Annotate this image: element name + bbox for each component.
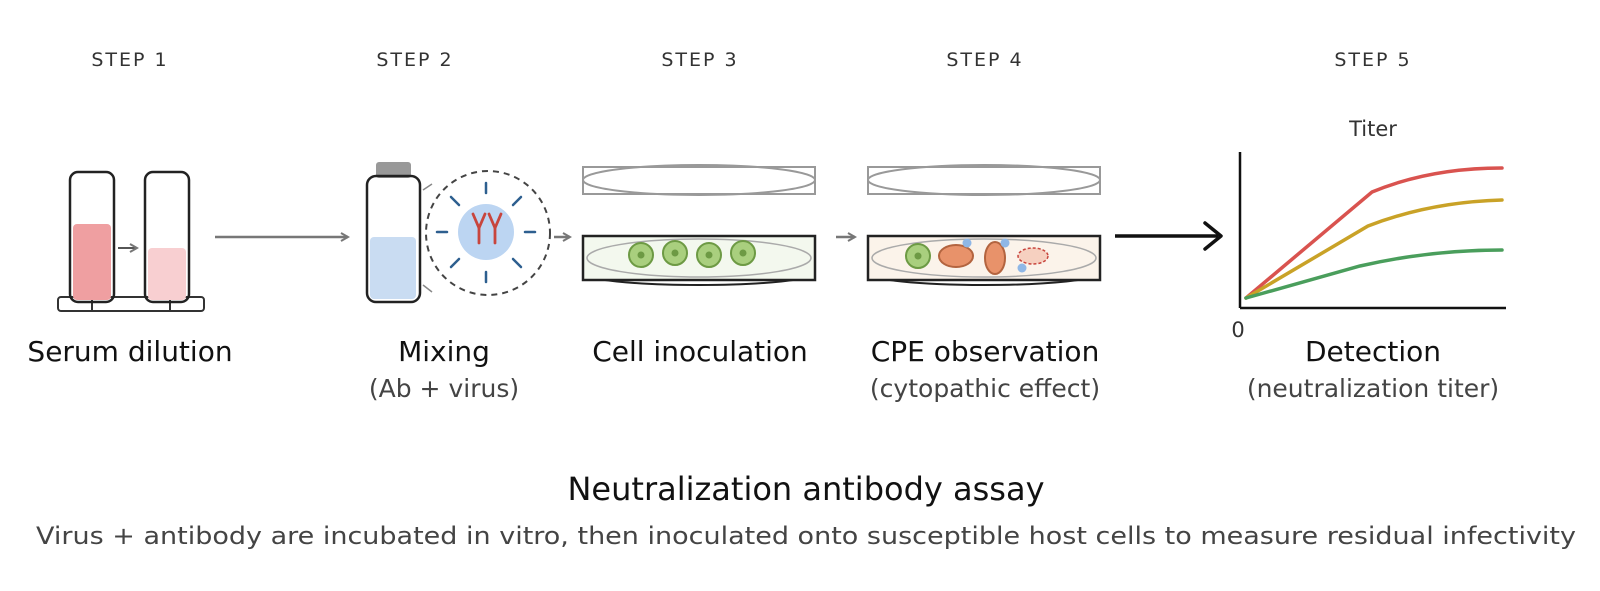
bottle-fluid [370, 237, 416, 299]
tube-1 [68, 170, 116, 304]
step-5-title: Detection [1305, 335, 1441, 368]
virus-dot [962, 238, 972, 248]
healthy-cells [628, 240, 756, 268]
bottle [365, 174, 422, 304]
diagram-title: Neutralization antibody assay [567, 470, 1044, 508]
dish-lid [582, 164, 816, 196]
virus-dot [1000, 238, 1010, 248]
mixing-illustration [365, 162, 551, 304]
tube-2 [143, 170, 191, 304]
virus-spikes [435, 181, 537, 284]
step-3-label: STEP 3 [661, 49, 738, 71]
step-2-title: Mixing [398, 335, 490, 368]
titer-series-mid [1244, 198, 1504, 300]
lysed-cell [1017, 247, 1049, 265]
arrow-step4-to-step5 [1115, 221, 1223, 251]
chart-origin-label: 0 [1231, 318, 1244, 342]
cell-inoculation-illustration [581, 164, 817, 286]
step-5-subtitle: (neutralization titer) [1247, 374, 1499, 403]
tube-2-serum [148, 248, 186, 300]
infected-cell [938, 244, 974, 268]
titer-series-high [1244, 166, 1504, 300]
virus-particle [458, 204, 514, 260]
step-3-title: Cell inoculation [592, 335, 808, 368]
step-1-label: STEP 1 [91, 49, 168, 71]
chart-y-label: Titer [1348, 117, 1397, 141]
serum-dilution-illustration [57, 170, 205, 312]
step-4-title: CPE observation [871, 335, 1100, 368]
bottle-cap [376, 162, 411, 178]
tube-1-serum [73, 224, 111, 300]
step-4-label: STEP 4 [946, 49, 1023, 71]
step-4-subtitle: (cytopathic effect) [870, 374, 1100, 403]
diagram-subtitle: Virus + antibody are incubated in vitro,… [36, 522, 1576, 550]
infected-cell [984, 241, 1006, 275]
dish-lid [867, 164, 1101, 196]
zoom-circle [425, 170, 551, 296]
virus-dot [1017, 263, 1027, 273]
titer-series-low [1244, 248, 1504, 300]
tube-rack [57, 296, 205, 312]
step-2-subtitle: (Ab + virus) [369, 374, 519, 403]
step-1-title: Serum dilution [27, 335, 232, 368]
step-2-label: STEP 2 [376, 49, 453, 71]
antibody-icon [471, 212, 503, 245]
step-5-label: STEP 5 [1334, 49, 1411, 71]
cpe-observation-illustration [866, 164, 1102, 286]
titer-chart: Titer 0 [1231, 117, 1506, 342]
